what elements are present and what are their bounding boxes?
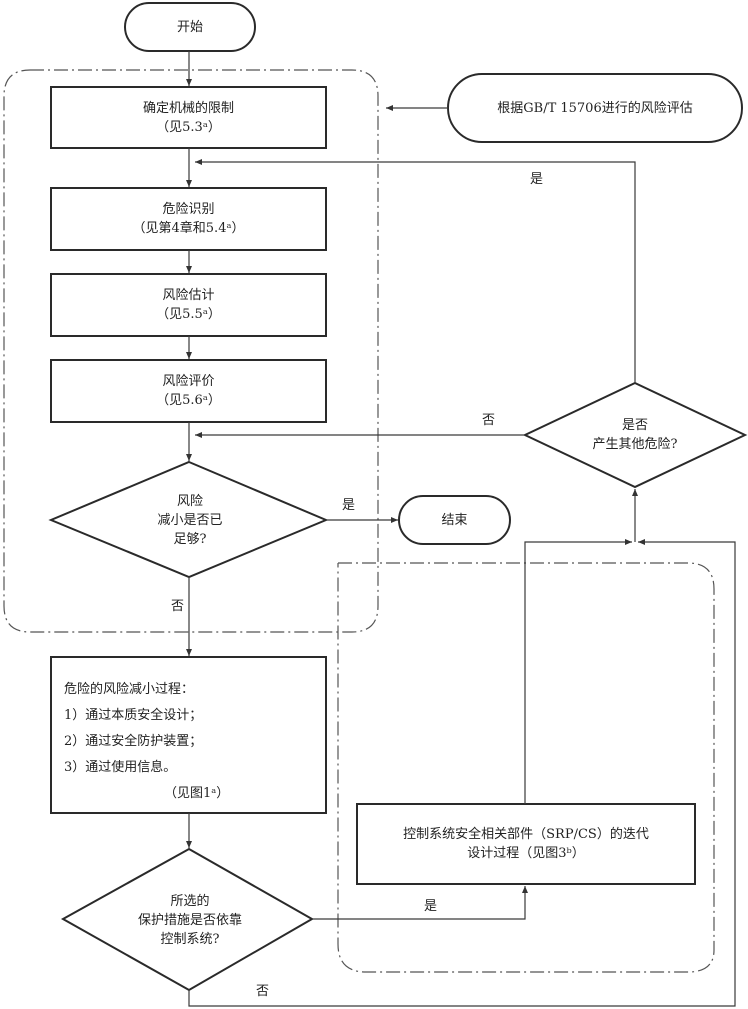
risk-assessment-label: 根据GB/T 15706进行的风险评估	[497, 100, 693, 116]
reduction-process-title: 危险的风险减小过程：	[64, 682, 195, 697]
risk-evaluation-text: 风险评价 （见5.6ᵃ）	[51, 360, 326, 422]
decision-line: 保护措施是否依靠	[137, 912, 242, 928]
risk-evaluation-box	[50, 359, 327, 423]
decision-line: 风险	[176, 493, 203, 509]
reduction-process-item: 3）通过使用信息。	[64, 760, 177, 775]
reduction-process-text: 危险的风险减小过程： 1）通过本质安全设计； 2）通过安全防护装置； 3）通过使…	[64, 677, 314, 807]
reduction-process-item: 2）通过安全防护装置；	[64, 734, 203, 749]
risk-assessment-label-container: 根据GB/T 15706进行的风险评估	[448, 74, 742, 142]
end-terminal	[398, 495, 511, 545]
end-label-container: 结束	[399, 496, 510, 544]
decision-line: 足够?	[173, 531, 207, 547]
hazard-identification-box	[50, 187, 327, 251]
edge-label-yes: 是	[342, 498, 356, 513]
risk-evaluation-ref: （见5.6ᵃ）	[156, 393, 221, 408]
hazard-identification-ref: （见第4章和5.4ᵃ）	[132, 221, 245, 236]
srp-cs-box	[356, 803, 696, 885]
connector	[312, 886, 528, 920]
reduction-process-item: 1）通过本质安全设计；	[64, 708, 203, 723]
srp-cs-line: 控制系统安全相关部件（SRP/CS）的迭代	[403, 827, 649, 842]
control-system-decision-text: 所选的 保护措施是否依靠 控制系统?	[110, 890, 270, 950]
risk-estimation-ref: （见5.5ᵃ）	[156, 307, 221, 322]
start-terminal	[124, 2, 256, 52]
srp-cs-line: 设计过程（见图3ᵇ）	[467, 846, 585, 861]
reduction-process-box	[50, 656, 327, 814]
edge-label-no: 否	[256, 984, 270, 999]
risk-assessment-boundary	[3, 69, 379, 633]
edge-label-no: 否	[171, 599, 185, 614]
reduction-process-ref: （见图1ᵃ）	[164, 786, 230, 801]
edge-label-no: 否	[482, 413, 496, 428]
determine-limits-box	[50, 86, 327, 149]
connector	[188, 539, 736, 1007]
hazard-identification-title: 危险识别	[162, 202, 215, 217]
other-hazards-decision	[522, 381, 748, 489]
edge-label-yes: 是	[424, 899, 438, 914]
hazard-identification-text: 危险识别 （见第4章和5.4ᵃ）	[51, 188, 326, 250]
edge-label-yes: 是	[530, 172, 544, 187]
risk-estimation-title: 风险估计	[162, 288, 215, 303]
connector	[524, 539, 632, 804]
start-label: 开始	[176, 19, 203, 35]
determine-limits-text: 确定机械的限制 （见5.3ᵃ）	[51, 87, 326, 148]
determine-limits-ref: （见5.3ᵃ）	[156, 119, 221, 135]
srp-cs-text: 控制系统安全相关部件（SRP/CS）的迭代 设计过程（见图3ᵇ）	[357, 804, 695, 884]
control-system-boundary	[337, 562, 715, 973]
decision-line: 是否	[621, 418, 648, 433]
risk-evaluation-title: 风险评价	[162, 374, 215, 389]
risk-estimation-box	[50, 273, 327, 337]
connector	[195, 159, 636, 383]
determine-limits-title: 确定机械的限制	[142, 100, 234, 116]
decision-line: 产生其他危险?	[592, 437, 678, 452]
decision-line: 所选的	[170, 893, 210, 909]
end-label: 结束	[441, 512, 468, 528]
decision-line: 控制系统?	[160, 931, 220, 947]
other-hazards-decision-text: 是否 产生其他危险?	[565, 410, 705, 460]
decision-line: 减小是否已	[157, 512, 223, 528]
risk-estimation-text: 风险估计 （见5.5ᵃ）	[51, 274, 326, 336]
start-label-container: 开始	[125, 3, 255, 51]
risk-reduced-decision-text: 风险 减小是否已 足够?	[110, 490, 270, 550]
